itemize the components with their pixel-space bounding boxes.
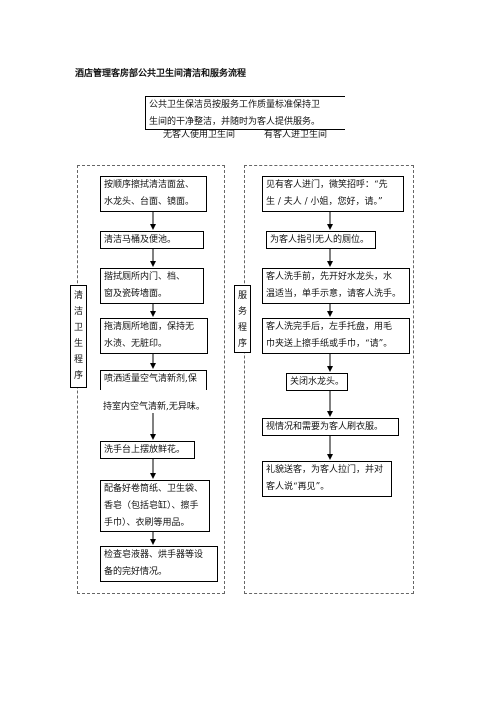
cleaning-step-7: 配备好卷筒纸、卫生袋、 香皂（包括皂缸）、擦手 手巾）、衣刷等用品。 [100,480,210,532]
intro-line-1: 公共卫生保洁员按服务工作质量标准保持卫 [149,100,321,110]
cleaning-step-4: 拖清厕所地面，保持无 水渍、无脏印。 [100,318,208,354]
service-step-3: 客人洗手前，先开好水龙头，水 温适当，单手示意，请客人洗手。 [262,268,410,304]
cleaning-step-3: 揩拭厕所内门、档、 窗及瓷砖墙面。 [100,268,204,304]
cleaning-step-1: 按顺序擦拭清洁面盆、 水龙头、台面、镜面。 [100,176,207,212]
service-step-1: 见有客人进门，微笑招呼：“先 生 / 夫人 / 小姐，您好，请。” [262,176,404,212]
cleaning-step-2: 清洁马桶及便池。 [100,231,204,249]
branch-label-no-guest: 无客人使用卫生间 [163,130,236,140]
intro-line-2: 生间的干净整洁，并随时为客人提供服务。 [149,117,321,127]
service-step-6: 视情况和需要为客人刷衣服。 [262,418,399,436]
service-step-2: 为客人指引无人的厕位。 [266,231,376,249]
cleaning-step-6: 洗手台上摆放鲜花。 [100,441,195,459]
service-step-5: 关闭水龙头。 [286,373,348,391]
page-title: 酒店管理客房部公共卫生间清洁和服务流程 [75,69,247,79]
cleaning-step-8: 检查皂液器、烘手器等设 备的完好情况。 [100,546,218,582]
cleaning-step-5: 喷洒适量空气清新剂,保 [100,370,207,390]
branch-label-guest: 有客人进卫生间 [264,130,328,140]
service-step-7: 礼貌送客，为客人拉门，并对 客人说“再见”。 [262,461,392,497]
service-dashed-container [244,165,414,594]
cleaning-step-5-line-2: 持室内空气清新,无异味。 [103,402,205,412]
cleaning-procedure-label: 清洁卫生程序 [70,285,87,388]
service-procedure-label: 服务程序 [234,285,251,353]
intro-box: 公共卫生保洁员按服务工作质量标准保持卫 生间的干净整洁，并随时为客人提供服务。 [145,96,345,130]
service-step-4: 客人洗完手后，左手托盘，用毛 巾夹送上擦手纸或手巾，“请”。 [262,318,410,354]
